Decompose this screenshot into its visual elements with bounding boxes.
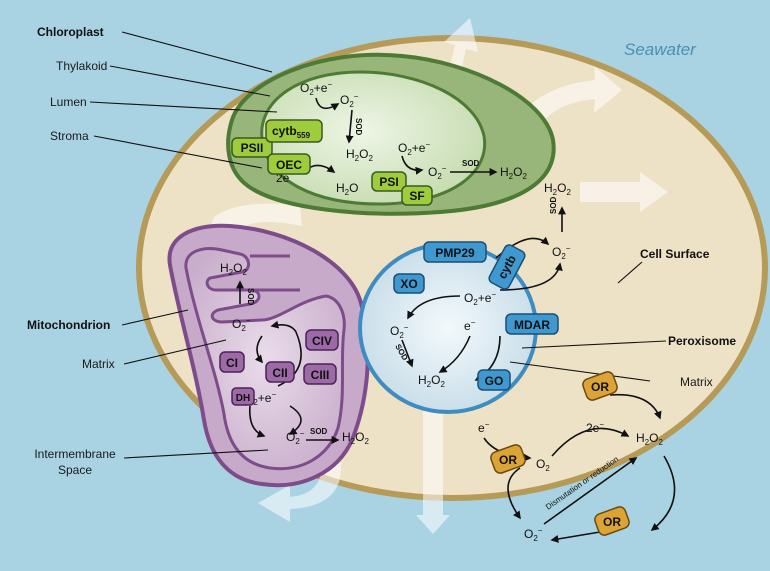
svg-text:O2−: O2− xyxy=(232,316,251,333)
psii-label: PSII xyxy=(241,141,264,155)
sf-label: SF xyxy=(409,189,424,203)
intermembrane-label: Intermembrane xyxy=(34,447,116,461)
mitochondrion-label: Mitochondrion xyxy=(27,318,110,332)
ciii-box xyxy=(303,363,337,385)
svg-text:SOD: SOD xyxy=(354,118,363,136)
pmp29-box xyxy=(423,241,487,263)
ci-box xyxy=(219,351,245,373)
cii-box xyxy=(265,361,295,383)
xo-box xyxy=(393,273,425,294)
peroxisome-enzymes: PMP29 XO cytb MDAR GO xyxy=(393,241,559,391)
svg-text:SOD: SOD xyxy=(462,159,480,168)
svg-text:O2: O2 xyxy=(536,457,550,473)
mito-matrix-label: Matrix xyxy=(82,357,115,371)
psi-box xyxy=(371,171,407,192)
svg-text:H2O: H2O xyxy=(336,181,358,197)
svg-text:O2−: O2− xyxy=(390,323,409,340)
svg-text:SOD: SOD xyxy=(549,196,558,214)
cell-surface-label: Cell Surface xyxy=(640,247,710,261)
oec-label: OEC xyxy=(276,158,302,172)
chloroplast-enzymes: PSII cytb559 OEC PSI SF xyxy=(231,119,433,206)
perox-matrix-label: Matrix xyxy=(680,375,713,389)
svg-text:O2−: O2− xyxy=(552,244,571,261)
oec-box xyxy=(267,153,311,175)
svg-text:H2O2: H2O2 xyxy=(500,165,527,181)
mito-reactions: H2O2 SOD O2− O2+e− O2− SOD H2O2 xyxy=(220,261,369,446)
svg-text:2e−: 2e− xyxy=(586,420,604,435)
sf-box xyxy=(401,185,433,206)
svg-text:O2−: O2− xyxy=(286,429,305,446)
go-box xyxy=(477,369,511,391)
dh-box xyxy=(231,387,255,406)
svg-text:H2O2: H2O2 xyxy=(342,430,369,446)
ciii-label: CIII xyxy=(311,368,330,382)
edge-h2o2: H2O2 SOD O2− xyxy=(544,181,571,261)
svg-text:H2O2: H2O2 xyxy=(544,181,571,197)
svg-text:O2−: O2− xyxy=(340,92,359,109)
pmp29-label: PMP29 xyxy=(435,246,475,260)
or-label-3: OR xyxy=(603,515,621,529)
svg-text:H2O2: H2O2 xyxy=(220,261,247,277)
thylakoid-label: Thylakoid xyxy=(56,59,107,73)
or-label-1: OR xyxy=(591,380,609,394)
cytb-box xyxy=(488,244,526,290)
svg-text:H2O2: H2O2 xyxy=(346,147,373,163)
svg-text:O2−: O2− xyxy=(428,164,447,181)
cytb559-box xyxy=(265,119,323,143)
svg-text:O2+e−: O2+e− xyxy=(300,80,332,97)
space-label: Space xyxy=(58,463,92,477)
svg-text:H2O2: H2O2 xyxy=(636,431,663,447)
or-box-2 xyxy=(490,444,526,474)
seawater-label: Seawater xyxy=(624,40,697,59)
leader-lines xyxy=(89,31,667,459)
svg-text:O2+e−: O2+e− xyxy=(464,290,496,307)
civ-box xyxy=(305,329,339,351)
ci-label: CI xyxy=(226,356,238,370)
svg-text:H2O2: H2O2 xyxy=(418,373,445,389)
cytb559-label: cytb559 xyxy=(272,124,311,140)
thylakoid xyxy=(260,70,487,206)
cii-label: CII xyxy=(272,366,287,380)
peroxisome-label: Peroxisome xyxy=(668,334,736,348)
cristae-folds xyxy=(248,254,300,292)
mdar-box xyxy=(505,313,559,335)
mdar-label: MDAR xyxy=(514,318,550,332)
dh-label: DH xyxy=(236,393,250,404)
or-box-1 xyxy=(582,371,618,401)
svg-text:O2+e−: O2+e− xyxy=(398,140,430,157)
civ-label: CIV xyxy=(312,334,332,348)
svg-text:SOD: SOD xyxy=(310,427,328,436)
chloroplast xyxy=(226,52,556,216)
stroma-label: Stroma xyxy=(50,129,89,143)
chloroplast-label: Chloroplast xyxy=(37,25,104,39)
lumen-label: Lumen xyxy=(50,95,87,109)
psi-label: PSI xyxy=(379,175,398,189)
go-label: GO xyxy=(485,374,504,388)
svg-text:SOD: SOD xyxy=(246,288,255,306)
svg-text:e−: e− xyxy=(464,318,476,333)
svg-text:e−: e− xyxy=(478,420,490,435)
or-box-3 xyxy=(594,506,630,536)
or-enzymes: OR OR OR xyxy=(490,371,630,536)
svg-text:O2−: O2− xyxy=(524,526,543,543)
mito-enzymes: CIV CI CII CIII DH xyxy=(219,329,339,406)
psii-box xyxy=(231,137,273,158)
xo-label: XO xyxy=(400,277,417,291)
or-label-2: OR xyxy=(499,453,517,467)
